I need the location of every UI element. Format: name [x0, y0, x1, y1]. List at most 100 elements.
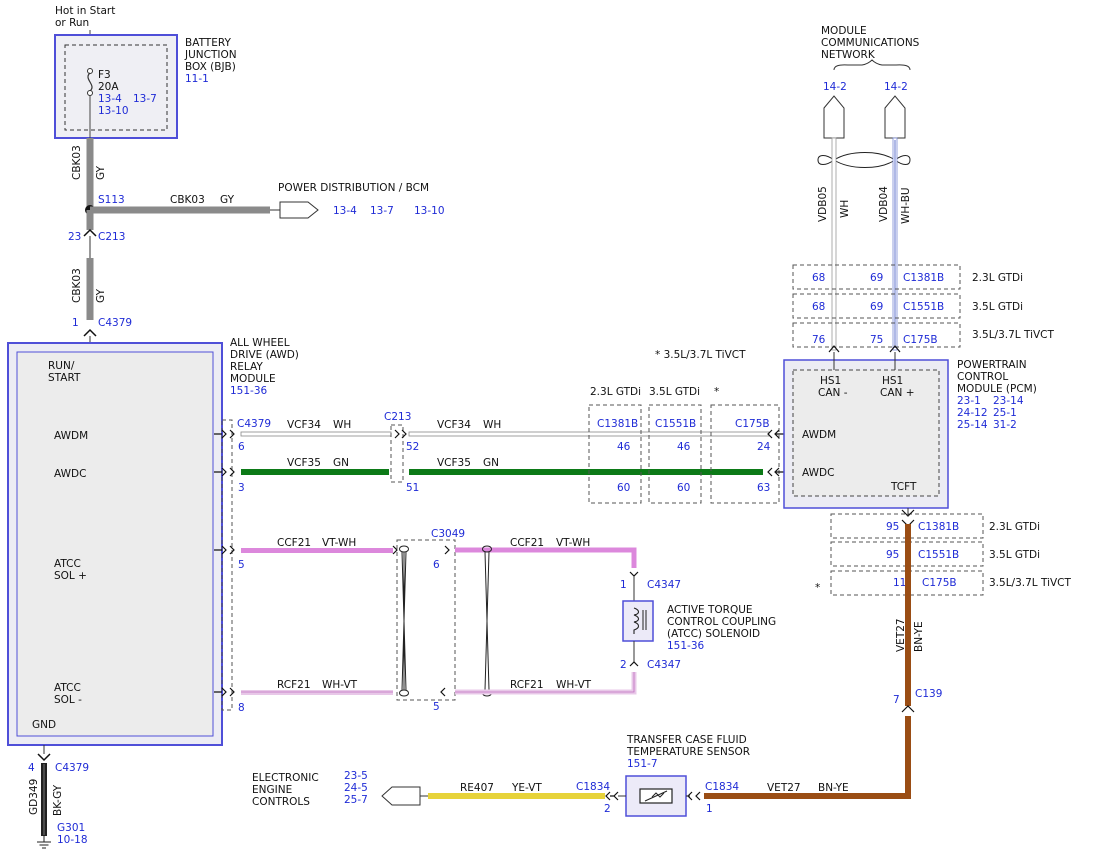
variant-awdc-pin-1: 60 — [617, 482, 630, 494]
c1834-sensor-side-pin: 1 — [706, 803, 713, 815]
pcm-inner-dashed — [792, 369, 940, 497]
mcn-brace — [833, 59, 911, 71]
ground-circuit: 4 C4379 GD349 BK-GY G301 10-18 — [28, 745, 89, 849]
c213-dashed-connector — [390, 424, 404, 483]
solenoid-ref[interactable]: 151-36 — [667, 640, 705, 652]
wire-vdb05-color: WH — [839, 200, 851, 218]
ecm-ref-24-5[interactable]: 24-5 — [344, 782, 368, 794]
wire-cbk03-mid — [86, 210, 94, 230]
mcn-title-2: COMMUNICATIONS — [821, 37, 920, 49]
fuse-ref-13-10[interactable]: 13-10 — [98, 105, 129, 117]
wire-ccf21-a — [241, 548, 393, 553]
pcm-ref-23-14[interactable]: 23-14 — [993, 395, 1024, 407]
pcm-ref-31-2[interactable]: 31-2 — [993, 419, 1017, 431]
mcn-row1-variant: 2.3L GTDi — [972, 272, 1023, 284]
wire-cbk03-upper — [86, 138, 94, 210]
c4379-dashed-connector — [221, 419, 233, 711]
c1834-sensor-side-id: C1834 — [705, 781, 739, 793]
sensor-ref[interactable]: 151-7 — [627, 758, 658, 770]
c139-id: C139 — [915, 688, 942, 700]
wire-vdb04-color: WH-BU — [900, 187, 912, 224]
awd-ref[interactable]: 151-36 — [230, 385, 268, 397]
ecm-ref-23-5[interactable]: 23-5 — [344, 770, 368, 782]
pcm-ref-25-14[interactable]: 25-14 — [957, 419, 988, 431]
awd-title-1: ALL WHEEL — [230, 337, 290, 349]
ground-ref[interactable]: 10-18 — [57, 834, 88, 846]
sensor-title-1: TRANSFER CASE FLUID — [626, 734, 747, 746]
twist-symbol-c — [482, 545, 492, 697]
wire-ccf21-b-circuit: CCF21 — [510, 537, 544, 549]
variant-awdc-pin-2: 60 — [677, 482, 690, 494]
c4347-pin-1: 1 — [620, 579, 627, 591]
pcm-ref-25-1[interactable]: 25-1 — [993, 407, 1017, 419]
wire-re407-color: YE-VT — [511, 782, 542, 794]
cbk03-feed: CBK03 GY S113 CBK03 GY POWER DISTRIBUTIO… — [68, 138, 445, 343]
power-distribution-ref-2[interactable]: 13-7 — [370, 205, 394, 217]
awd-pin-atcc-pos-2: SOL + — [54, 570, 87, 582]
bjb-ref[interactable]: 11-1 — [185, 73, 209, 85]
mcn-ref-b[interactable]: 14-2 — [884, 81, 908, 93]
c1834-ecm-side-id: C1834 — [576, 781, 610, 793]
c213-id: C213 — [98, 231, 125, 243]
pcm-ref-24-12[interactable]: 24-12 — [957, 407, 988, 419]
wire-re407 — [428, 793, 605, 799]
wire-vdb04-circuit: VDB04 — [878, 186, 890, 222]
wire-gd349-circuit: GD349 — [28, 779, 40, 815]
wire-cbk03-lower-circuit: CBK03 — [71, 268, 83, 303]
wire-ccf21-a-circuit: CCF21 — [277, 537, 311, 549]
awd-pin-run-start-1: RUN/ — [48, 360, 75, 372]
wire-cbk03-lower-color: GY — [95, 288, 107, 303]
awd-pin-atcc-pos-1: ATCC — [54, 558, 81, 570]
variant-awdm-pin-3: 24 — [757, 441, 771, 453]
power-distribution-ref-3[interactable]: 13-10 — [414, 205, 445, 217]
ecm-ref-25-7[interactable]: 25-7 — [344, 794, 368, 806]
wire-vet27-a-color: BN-YE — [913, 621, 925, 652]
awd-pin-awdc: AWDC — [54, 468, 86, 480]
wire-re407-circuit: RE407 — [460, 782, 494, 794]
wire-vcf34-a-color: WH — [333, 419, 351, 431]
tcft-row2-pin: 95 — [886, 549, 899, 561]
wire-ccf21-b-color: VT-WH — [556, 537, 590, 549]
awd-pin-atcc-neg-1: ATCC — [54, 682, 81, 694]
tcft-circuit: 95 C1381B 2.3L GTDi 95 C1551B 3.5L GTDi … — [252, 508, 1071, 817]
wire-rcf21-a-circuit: RCF21 — [277, 679, 311, 691]
wire-ccf21-a-color: VT-WH — [322, 537, 356, 549]
power-distribution-ref-1[interactable]: 13-4 — [333, 205, 357, 217]
pcm-ref-23-1[interactable]: 23-1 — [957, 395, 981, 407]
wire-rcf21-b-circuit: RCF21 — [510, 679, 544, 691]
power-distribution-label: POWER DISTRIBUTION / BCM — [278, 182, 429, 194]
ground-c4379-id: C4379 — [55, 762, 89, 774]
mcn-row2-pin-b: 69 — [870, 301, 883, 313]
mcn-row3-pin-a: 76 — [812, 334, 826, 346]
mcn-ref-a[interactable]: 14-2 — [823, 81, 847, 93]
ground-id: G301 — [57, 822, 85, 834]
solenoid-coil-icon — [633, 607, 647, 634]
pcm-hs1-b: HS1 — [882, 375, 903, 387]
c4347-id-2: C4347 — [647, 659, 681, 671]
c4347-pin-2: 2 — [620, 659, 627, 671]
powertrain-control-module: HS1 CAN - HS1 CAN + AWDM AWDC TCFT POWER… — [783, 359, 1037, 509]
mcn-variant-row-1 — [792, 264, 961, 290]
mcn-variant-row-2 — [792, 293, 961, 319]
variant-awdc-pin-3: 63 — [757, 482, 770, 494]
wire-cbk03-upper-color: GY — [95, 165, 107, 180]
wire-vet27-a-circuit: VET27 — [895, 618, 907, 652]
mcn-row3-variant: 3.5L/3.7L TiVCT — [972, 329, 1054, 341]
connector-c213-symbol — [83, 228, 97, 237]
solenoid-title-1: ACTIVE TORQUE — [667, 604, 753, 616]
fuse-ref-13-4[interactable]: 13-4 — [98, 93, 122, 105]
ecm-title-2: ENGINE — [252, 784, 292, 796]
battery-junction-box: Hot in Start or Run F3 20A 13-4 13-7 13-… — [54, 5, 237, 139]
wire-rcf21-b — [455, 672, 637, 695]
c4379-feed-pin: 1 — [72, 317, 79, 329]
c213-awdm-pin: 52 — [406, 441, 419, 453]
fuse-ref-13-7[interactable]: 13-7 — [133, 93, 157, 105]
tcft-row3-pin: 11 — [893, 577, 906, 589]
solenoid-title-2: CONTROL COUPLING — [667, 616, 776, 628]
ground-c4379-pin: 4 — [28, 762, 35, 774]
awd-module-inner — [16, 351, 214, 737]
awd-relay-module: ALL WHEEL DRIVE (AWD) RELAY MODULE 151-3… — [7, 337, 299, 746]
wire-vcf35-a-color: GN — [333, 457, 349, 469]
tcft-row2-conn: C1551B — [918, 549, 959, 561]
